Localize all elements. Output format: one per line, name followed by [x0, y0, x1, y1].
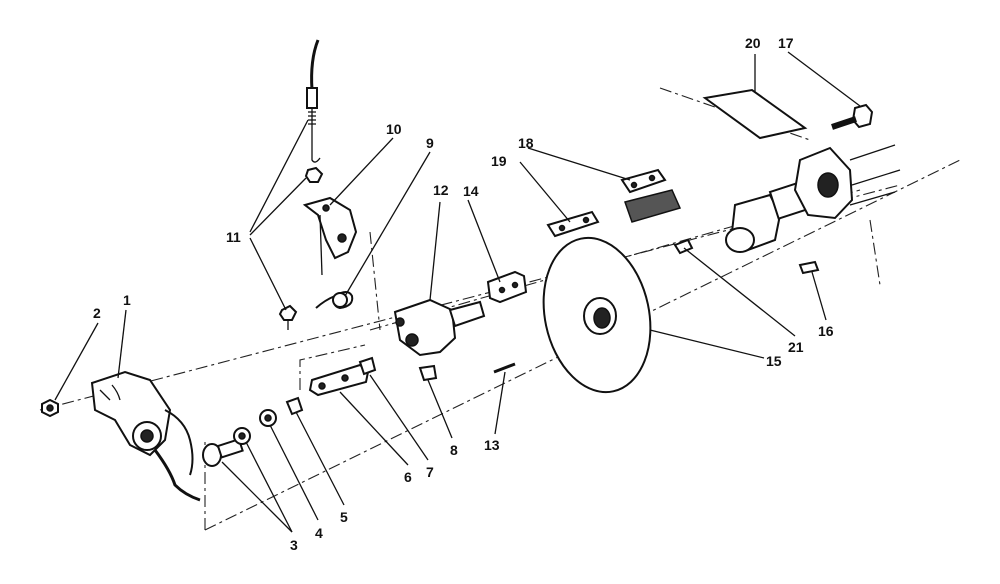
part-14-bracket	[486, 270, 528, 304]
callout-6: 6	[404, 469, 412, 485]
part-11-cable	[278, 39, 324, 330]
part-10-bracket	[302, 196, 358, 260]
part-12-pivot-block	[393, 298, 486, 357]
callout-9: 9	[426, 135, 434, 151]
part-1-bracket	[90, 370, 201, 502]
part-8-fitting	[418, 364, 438, 382]
callout-3: 3	[290, 537, 298, 553]
callout-2: 2	[93, 305, 101, 321]
callout-4: 4	[315, 525, 323, 541]
callout-7: 7	[426, 464, 434, 480]
part-3-bolt	[202, 437, 244, 467]
callout-11: 11	[226, 229, 241, 245]
callout-numbers: 1 2 3 4 5 6 7 8 9 10 11 12 13 14 15 16 1…	[93, 35, 834, 553]
callout-12: 12	[433, 182, 449, 198]
hub-assembly	[725, 144, 901, 253]
leader-lines	[54, 51, 861, 533]
part-4-washer	[233, 409, 277, 445]
part-18-pad	[620, 168, 682, 223]
part-2-nut	[41, 398, 59, 418]
callout-10: 10	[386, 121, 402, 137]
callout-13: 13	[484, 437, 500, 453]
part-21-pin	[673, 238, 694, 255]
callout-14: 14	[463, 183, 479, 199]
part-19-plate	[546, 210, 600, 238]
callout-19: 19	[491, 153, 507, 169]
callout-15: 15	[766, 353, 782, 369]
part-16-key	[798, 260, 820, 275]
part-5-clip	[285, 396, 304, 416]
callout-8: 8	[450, 442, 458, 458]
callout-17: 17	[778, 35, 794, 51]
callout-16: 16	[818, 323, 834, 339]
part-17-bolt	[831, 103, 874, 130]
callout-18: 18	[518, 135, 534, 151]
part-13-pin	[493, 362, 516, 374]
part-15-disc	[542, 236, 652, 394]
callout-5: 5	[340, 509, 348, 525]
part-20-label-plate	[702, 88, 808, 140]
callout-21: 21	[788, 339, 804, 355]
callout-20: 20	[745, 35, 761, 51]
part-6-link-arm	[308, 356, 377, 397]
callout-1: 1	[123, 292, 131, 308]
part-9-spring	[315, 291, 354, 310]
